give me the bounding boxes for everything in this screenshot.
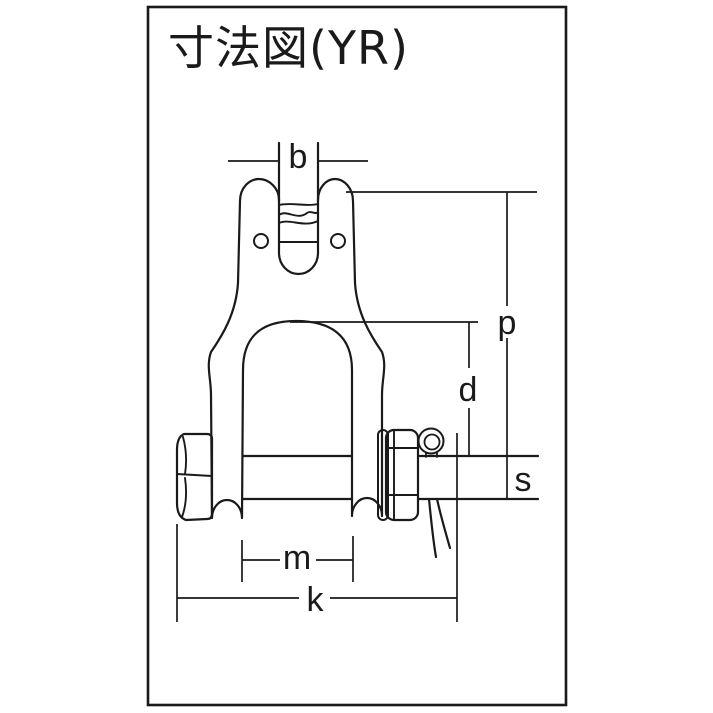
cotter-pin: [417, 427, 452, 559]
cotter-pin-legs: [427, 497, 452, 559]
link-break-lines: [278, 203, 319, 243]
dim-label-b: b: [289, 138, 308, 176]
shackle-body-outline: [207, 177, 386, 520]
lobe-hole-right: [330, 233, 346, 249]
pin-shaft: [241, 454, 540, 501]
dim-label-s: s: [515, 461, 532, 499]
dimension-lines: [176, 160, 537, 622]
hex-bolt-head: [175, 432, 214, 522]
dim-label-d: d: [459, 371, 478, 409]
lobe-hole-left: [253, 233, 269, 249]
dim-label-m: m: [283, 539, 311, 577]
dimension-labels: b p d s m k: [283, 138, 532, 619]
nut-facet-lines: [385, 430, 419, 520]
cotter-pin-neck: [425, 452, 438, 458]
nut-outline: [384, 428, 420, 522]
diagram-title: 寸法図(YR): [168, 21, 409, 75]
cotter-pin-ring-inner: [423, 433, 441, 451]
dim-label-k: k: [307, 581, 325, 619]
bolt-head-outline: [175, 432, 214, 522]
cotter-pin-ring-outer: [417, 427, 445, 455]
nut-assembly: [377, 428, 420, 522]
washer: [377, 429, 389, 521]
shackle-body: [207, 141, 386, 520]
dim-label-p: p: [498, 304, 517, 342]
drawing-frame: [146, 5, 568, 707]
bolt-head-facet-lines: [176, 436, 213, 518]
chain-link-stem: [277, 141, 320, 203]
